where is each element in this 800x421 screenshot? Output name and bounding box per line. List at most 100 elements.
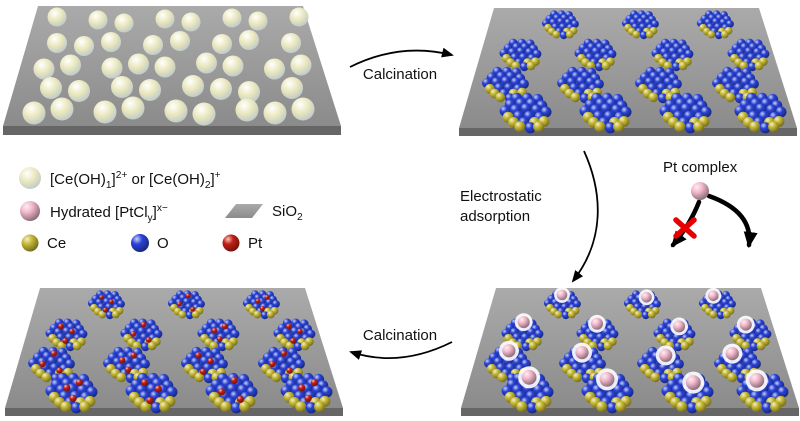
cerium-atom [140,401,152,413]
ce-precursor-sphere [182,75,204,97]
ce-precursor-sphere [248,11,268,31]
pt-ceria-cluster [28,346,75,384]
cerium-atom [722,310,731,319]
ceria-cluster-with-pt-complex [698,287,736,320]
pt-ceria-cluster [273,318,316,352]
oxygen-atom [684,122,696,134]
ceria-cluster [659,92,712,134]
pt-atom [185,293,191,299]
pt-atom [286,323,292,330]
cerium-atom [645,30,654,39]
ceria-cluster [499,38,542,72]
cerium-atom [693,121,705,133]
panel-pt-on-ceria [5,288,343,416]
cerium-atom [695,401,707,413]
ce-precursor-sphere [93,100,117,124]
pt-atom [130,331,137,337]
legend-pt-complex-label: Hydrated [PtCly]x− [50,203,168,224]
pt-atom [218,388,226,396]
cerium-atom [314,401,326,413]
ce-precursor-sphere [192,102,216,126]
adsorbed-pt-complex [749,373,765,388]
cerium-atom [271,372,282,383]
adsorbed-pt-complex [517,316,530,329]
cerium-atom [570,92,581,103]
ceria-cluster [727,38,770,72]
cerium-atom [514,121,526,133]
ce-precursor-sphere [289,7,309,27]
adsorbed-pt-complex [673,320,686,333]
silica-slab-edge [461,408,799,416]
adsorbed-pt-complex [641,292,652,303]
cerium-atom [749,121,761,133]
oxygen-atom [561,311,570,320]
ce-precursor-sphere [212,34,232,54]
cerium-atom [727,372,738,383]
oxygen-atom [519,62,529,72]
cerium-atom [528,341,538,351]
ceria-cluster [651,38,694,72]
oxygen-atom [230,402,242,414]
cerium-atom [756,341,766,351]
cerium-atom [533,121,545,133]
ce-precursor-sphere [139,79,161,101]
cerium-atom [680,341,690,351]
oxygen-atom [105,311,114,320]
cerium-atom [41,372,52,383]
legend-silica-label: SiO2 [272,203,303,223]
ceria-cluster-with-pt-complex [637,345,684,384]
panel-precursor-on-silica [3,6,341,135]
cerium-atom [191,310,200,319]
ce-precursor-sphere [101,32,121,52]
cerium-atom [674,121,686,133]
ceria-cluster [734,92,787,134]
legend-ce-label: Ce [47,235,67,252]
pt-atom [102,307,108,313]
pt-atom [230,376,238,384]
ce-precursor-sphere [290,54,312,76]
oxygen-atom [673,342,683,352]
adsorbed-pt-complex [708,290,719,302]
ce-precursor-sphere [101,57,123,79]
panel-ceria-clusters [459,8,797,136]
ce-precursor-sphere [68,80,90,102]
pt-ceria-cluster [197,318,240,352]
pt-atom [216,336,223,342]
oxygen-atom [659,373,670,384]
cerium-atom [224,341,234,351]
pt-atom [146,396,154,404]
ceria-cluster-layer [482,10,787,134]
cerium-atom [147,341,157,351]
cerium-atom [535,401,547,413]
calcination-top-label: Calcination [362,66,438,83]
ce-precursor-sphere [121,96,145,120]
pt-ceria-cluster [280,372,333,414]
ce-precursor-sphere [40,77,62,99]
cerium-atom [676,401,688,413]
pt-atom [108,299,114,305]
ceria-cluster [579,92,632,134]
pt-atom [69,394,77,402]
pt-atom [75,379,83,387]
pt-complex-sphere [691,182,709,200]
ceria-cluster [574,38,617,72]
adsorbed-pt-complex [556,289,568,301]
pt-atom [304,394,312,402]
pt-ceria-cluster [45,318,88,352]
oxygen-atom [70,402,82,414]
pt-atom [56,367,63,374]
cerium-atom [220,401,232,413]
ceria-cluster [621,10,659,40]
oxygen-atom [559,31,568,40]
ce-precursor-sphere [114,13,134,33]
adsorbed-cluster-layer [484,287,789,414]
pt-ceria-cluster [45,372,98,414]
cerium-atom [178,310,187,319]
pt-complex-label: Pt complex [663,159,738,176]
oxygen-atom [716,311,725,320]
pt-atom [207,357,214,365]
cerium-atom [60,401,72,413]
oxygen-atom [759,122,771,134]
ceria-cluster-with-pt-complex [543,287,581,320]
